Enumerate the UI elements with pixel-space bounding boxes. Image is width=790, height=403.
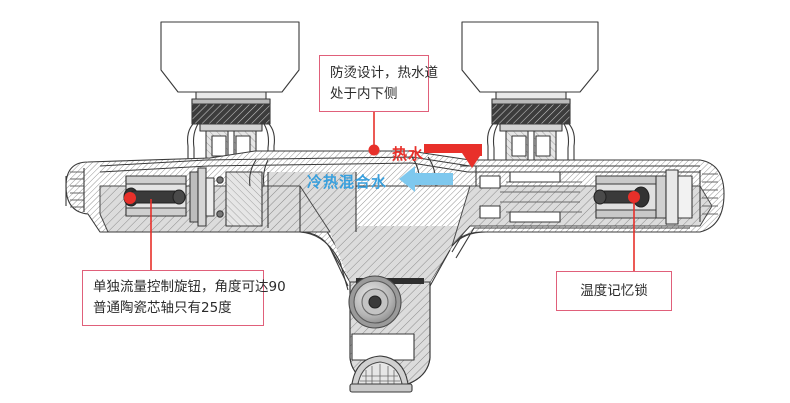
flow-control-callout-line-2: 普通陶瓷芯轴只有25度 bbox=[93, 300, 232, 316]
right-handle-knob bbox=[461, 21, 599, 169]
left-handle-knob bbox=[160, 21, 300, 169]
mixed-water-label: 冷热混合水 bbox=[307, 173, 388, 191]
hot-water-arrow bbox=[424, 144, 482, 168]
spout-outlet bbox=[348, 275, 431, 393]
hot-water-label: 热水 bbox=[392, 145, 425, 163]
flow-control-callout[interactable]: 单独流量控制旋钮，角度可达90 普通陶瓷芯轴只有25度 bbox=[82, 270, 286, 326]
flow-control-leader-dot bbox=[124, 192, 136, 204]
anti-scald-callout[interactable]: 防烫设计，热水道 处于内下侧 bbox=[319, 55, 438, 112]
memory-lock-leader-dot bbox=[628, 191, 640, 203]
flow-control-callout-line-1: 单独流量控制旋钮，角度可达90 bbox=[93, 279, 286, 295]
temperature-memory-lock-callout[interactable]: 温度记忆锁 bbox=[556, 271, 672, 311]
anti-scald-callout-line-2: 处于内下侧 bbox=[330, 85, 398, 102]
left-cartridge bbox=[65, 167, 263, 227]
mixed-water-arrow bbox=[399, 166, 453, 192]
body-skirt-outline bbox=[100, 231, 690, 291]
anti-scald-leader-dot bbox=[368, 144, 380, 156]
aerator bbox=[349, 355, 413, 393]
annotation-layer bbox=[124, 112, 640, 271]
diverter-button bbox=[348, 275, 402, 329]
right-cartridge bbox=[479, 169, 718, 225]
memory-lock-callout-line-1: 温度记忆锁 bbox=[580, 282, 648, 299]
anti-scald-callout-line-1: 防烫设计，热水道 bbox=[330, 64, 438, 81]
